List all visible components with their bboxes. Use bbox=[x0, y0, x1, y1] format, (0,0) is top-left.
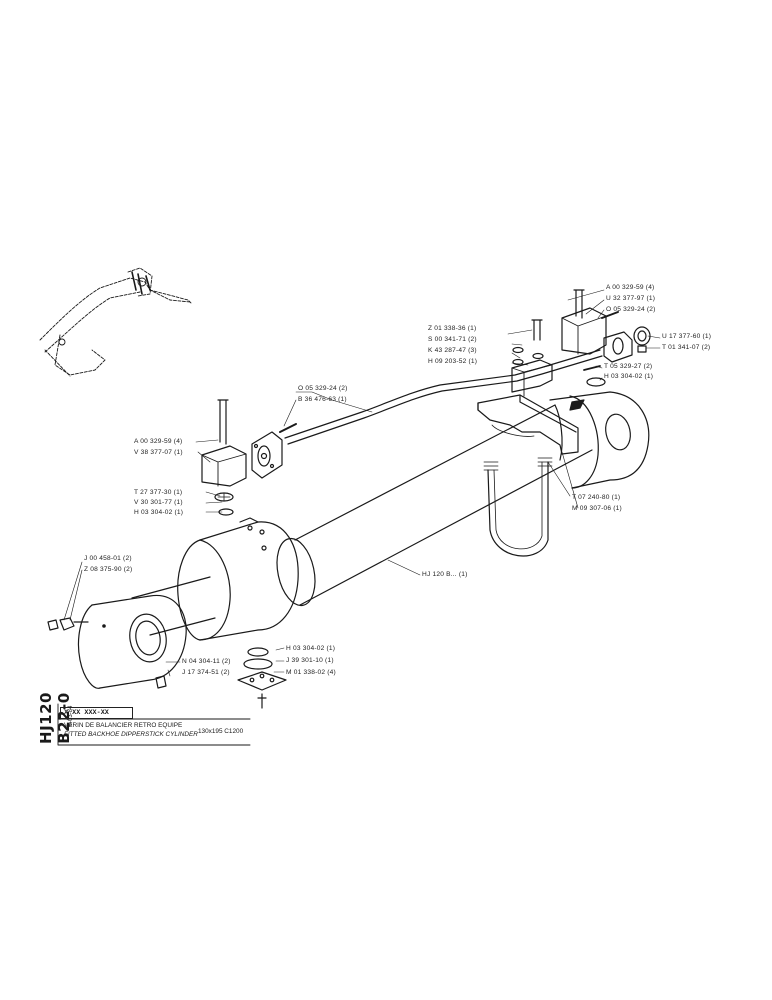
title-english: FITTED BACKHOE DIPPERSTICK CYLINDER bbox=[64, 731, 198, 738]
label-h09-203-52: H 09 203-52 (1) bbox=[428, 358, 478, 365]
cylinder-spec: 130x195 C1200 bbox=[198, 728, 244, 735]
thumbnail-highlight-cylinder bbox=[131, 271, 151, 295]
label-t07-240-80: T 07 240-80 (1) bbox=[572, 494, 621, 501]
backhoe-thumbnail bbox=[39, 267, 193, 377]
label-n04-304-11: N 04 304-11 (2) bbox=[182, 658, 231, 665]
tube-flange-left bbox=[251, 423, 297, 479]
label-m09-307-06: M 09 307-06 (1) bbox=[572, 505, 622, 512]
label-b36-476-63: B 36 476-63 (1) bbox=[298, 396, 347, 403]
label-v38-377-07: V 38 377-07 (1) bbox=[134, 449, 183, 456]
label-k43-287-47: K 43 287-47 (3) bbox=[428, 347, 477, 354]
label-z01-338-36: Z 01 338-36 (1) bbox=[428, 325, 477, 332]
label-j39-301-10: J 39 301-10 (1) bbox=[286, 657, 334, 664]
title-french: VERIN DE BALANCIER RETRO EQUIPE bbox=[64, 722, 183, 729]
label-t01-341-07: T 01 341-07 (2) bbox=[662, 344, 711, 351]
rod-eye bbox=[77, 594, 187, 689]
grease-fitting-assembly bbox=[47, 617, 89, 631]
feed-tube bbox=[284, 349, 603, 445]
label-j17-374-51: J 17 374-51 (2) bbox=[182, 669, 230, 676]
label-u32-377-97: U 32 377-97 (1) bbox=[606, 295, 656, 302]
title-block-frame bbox=[57, 703, 251, 746]
lower-port-assembly bbox=[155, 647, 287, 709]
label-h03-304-02-c: H 03 304-02 (1) bbox=[286, 645, 336, 652]
rear-cylinder-head bbox=[549, 391, 650, 489]
label-u17-377-60: U 17 377-60 (1) bbox=[662, 333, 712, 340]
valve-block-right bbox=[561, 289, 651, 387]
label-a00-329-59-b: A 00 329-59 (4) bbox=[134, 438, 183, 445]
tube-clamp-block bbox=[511, 319, 553, 397]
label-v30-301-77: V 30 301-77 (1) bbox=[134, 499, 183, 506]
label-z08-375-90: Z 08 375-90 (2) bbox=[84, 566, 133, 573]
label-o05-329-24-b: O 05 329-24 (2) bbox=[298, 385, 348, 392]
label-j00-458-01: J 00 458-01 (2) bbox=[84, 555, 132, 562]
front-cylinder-head bbox=[177, 517, 299, 641]
label-h03-304-02-b: H 03 304-02 (1) bbox=[134, 509, 184, 516]
label-m01-338-02: M 01 338-02 (4) bbox=[286, 669, 336, 676]
valve-block-left bbox=[201, 399, 247, 516]
label-t27-377-30: T 27 377-30 (1) bbox=[134, 489, 183, 496]
label-s00-341-71: S 00 341-71 (2) bbox=[428, 336, 477, 343]
label-main-cylinder: HJ 120 B... (1) bbox=[422, 571, 468, 578]
label-t05-329-27: T 05 329-27 (2) bbox=[604, 363, 653, 370]
label-a00-329-59: A 00 329-59 (4) bbox=[606, 284, 655, 291]
part-code-box: X XX XXX-XX bbox=[60, 707, 133, 719]
title-block: X XX XXX-XX VERIN DE BALANCIER RETRO EQU… bbox=[60, 707, 250, 743]
label-h03-304-02-a: H 03 304-02 (1) bbox=[604, 373, 654, 380]
u-bolt bbox=[483, 457, 553, 557]
label-o05-329-24: O 05 329-24 (2) bbox=[606, 306, 656, 313]
leader-lines bbox=[63, 289, 661, 677]
piston-rod bbox=[131, 576, 216, 636]
saddle-bracket bbox=[477, 394, 579, 455]
cylinder-tube bbox=[276, 404, 593, 607]
